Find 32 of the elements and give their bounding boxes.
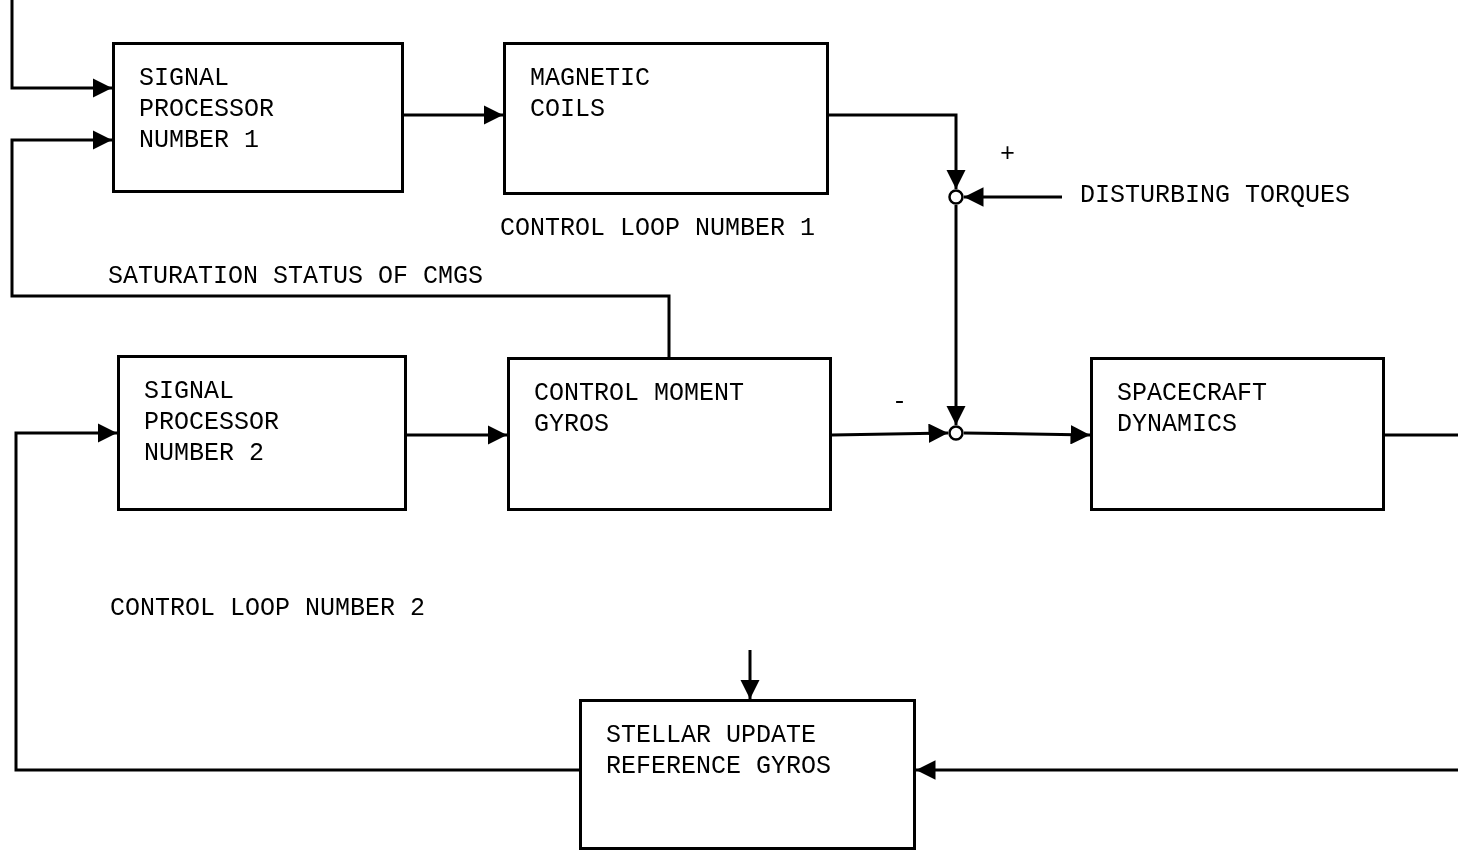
block-label: DISTURBING TORQUES — [1080, 180, 1351, 211]
summing-junction — [948, 189, 964, 205]
arrow — [964, 187, 1062, 207]
arrow — [14, 423, 579, 772]
block-label: CONTROL MOMENT GYROS — [534, 378, 746, 440]
block-box — [507, 357, 832, 511]
arrow — [916, 760, 1458, 780]
block-label: SIGNAL PROCESSOR NUMBER 2 — [144, 376, 281, 469]
arrow — [831, 423, 949, 444]
arrow — [10, 130, 671, 357]
block-box — [579, 699, 916, 850]
arrow — [404, 105, 503, 125]
block-box — [112, 42, 404, 193]
annotation-text: + — [1000, 140, 1015, 170]
arrow — [10, 0, 112, 98]
arrow — [740, 650, 760, 699]
annotation-text: - — [892, 388, 907, 418]
annotation-text: CONTROL LOOP NUMBER 1 — [500, 214, 816, 244]
edge-label: SATURATION STATUS OF CMGS — [108, 262, 484, 292]
block-label: SIGNAL PROCESSOR NUMBER 1 — [139, 63, 276, 156]
block-label: MAGNETIC COILS — [530, 63, 652, 125]
block-label: STELLAR UPDATE REFERENCE GYROS — [606, 720, 833, 782]
annotation-text: CONTROL LOOP NUMBER 2 — [110, 594, 426, 624]
block-box — [1090, 357, 1385, 511]
arrow — [829, 113, 966, 189]
arrow — [946, 205, 966, 425]
block-box — [117, 355, 407, 511]
summing-junction — [948, 425, 964, 441]
block-label: SPACECRAFT DYNAMICS — [1117, 378, 1269, 440]
block-box — [503, 42, 829, 195]
arrow — [963, 424, 1091, 445]
arrow — [407, 425, 507, 445]
